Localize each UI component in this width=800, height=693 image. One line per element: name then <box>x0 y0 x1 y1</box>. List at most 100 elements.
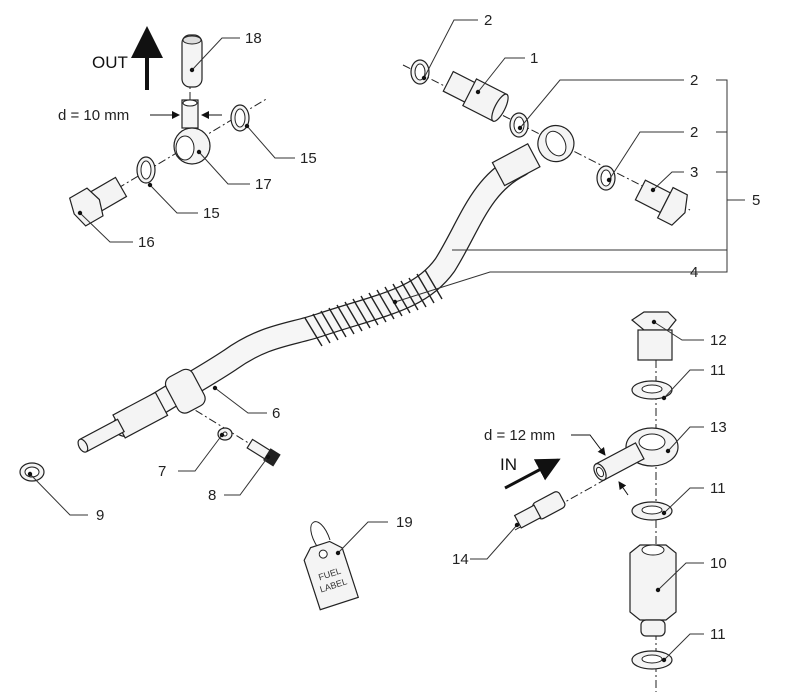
leader-dot <box>265 454 271 460</box>
leader-dot <box>189 67 195 73</box>
leader-line <box>663 633 704 661</box>
leader-line <box>149 184 198 214</box>
callout-9: 9 <box>27 471 104 524</box>
leader-dot <box>665 448 671 454</box>
leader-dot <box>651 319 657 325</box>
callout-number: 16 <box>138 234 155 251</box>
callout-number: 12 <box>710 332 727 349</box>
callout-number: 13 <box>710 419 727 436</box>
callout-number: 1 <box>530 50 538 67</box>
leader-dot <box>514 522 520 528</box>
callout-15: 15 <box>244 123 317 167</box>
leader-dot <box>196 149 202 155</box>
leader-dot <box>212 385 218 391</box>
part-washer-15b <box>136 156 156 184</box>
leader-dot <box>650 187 656 193</box>
part-hose-end-18 <box>181 34 203 88</box>
part-washer-11c <box>631 650 673 670</box>
dim-in <box>571 434 629 496</box>
callout-number: 6 <box>272 405 280 422</box>
leader-line <box>423 19 478 79</box>
part-banjo-bolt-3 <box>634 179 688 226</box>
leader-dot <box>661 510 667 516</box>
callout-17: 17 <box>196 149 272 193</box>
callout-number: 5 <box>752 192 760 209</box>
leader-line <box>470 524 518 560</box>
part-fuel-label-19: FUEL LABEL <box>303 521 360 611</box>
part-adapter-10 <box>629 544 677 637</box>
callout-number: 11 <box>710 480 726 497</box>
part-washer-2a <box>410 59 430 85</box>
leader-dot <box>661 395 667 401</box>
callout-7: 7 <box>158 432 225 480</box>
callout-number: 2 <box>484 12 492 29</box>
leader-dot <box>606 177 612 183</box>
leader-line <box>608 131 684 181</box>
part-washer-2c <box>596 165 616 191</box>
callout-number: 10 <box>710 555 727 572</box>
out-label: OUT <box>92 53 128 72</box>
part-washer-15a <box>230 104 250 132</box>
callout-number: 18 <box>245 30 262 47</box>
part-banjo-bolt-16 <box>68 176 128 227</box>
callout-19: 19 <box>335 514 413 556</box>
callout-number: 14 <box>452 551 469 568</box>
leader-dot <box>661 657 667 663</box>
leader-dot <box>655 587 661 593</box>
callout-2: 2 <box>517 72 698 131</box>
callout-number: 8 <box>208 487 216 504</box>
leader-dot <box>244 123 250 129</box>
callout-15: 15 <box>147 182 220 222</box>
in-label: IN <box>500 455 517 474</box>
part-washer-2b <box>509 112 529 138</box>
leader-dot <box>77 210 83 216</box>
callout-number: 9 <box>96 507 104 524</box>
fuel-hose <box>77 124 575 453</box>
leader-line <box>663 487 704 514</box>
leader-dot <box>421 75 427 81</box>
dim-out-label: d = 10 mm <box>58 107 129 124</box>
leader-line <box>198 151 250 185</box>
part-banjo-bolt-12 <box>630 311 677 361</box>
leader-dot <box>335 550 341 556</box>
leader-line <box>652 171 684 191</box>
part-nozzle-14 <box>513 491 566 529</box>
callout-8: 8 <box>208 454 271 504</box>
callout-16: 16 <box>77 210 155 251</box>
callout-10: 10 <box>655 555 727 593</box>
callout-number: 11 <box>710 626 726 643</box>
leader-line <box>224 456 269 496</box>
part-washer-11b <box>631 501 673 521</box>
callout-13: 13 <box>665 419 727 454</box>
callout-18: 18 <box>189 30 262 73</box>
part-banjo-17 <box>173 99 211 165</box>
in-arrow <box>504 458 561 490</box>
leader-line <box>214 387 267 414</box>
callout-number: 2 <box>690 72 698 89</box>
leader-line <box>657 562 704 591</box>
leader-line <box>79 212 133 243</box>
callout-6: 6 <box>212 385 280 422</box>
leader-dot <box>147 182 153 188</box>
part-clamp-9 <box>19 462 45 482</box>
dim-in-label: d = 12 mm <box>484 427 555 444</box>
leader-line <box>178 434 223 472</box>
callout-4: 4 <box>392 264 727 305</box>
leader-dot <box>219 432 225 438</box>
leader-dot <box>517 125 523 131</box>
callout-number: 17 <box>255 176 272 193</box>
callout-number: 3 <box>690 164 698 181</box>
callout-5: 5 <box>752 192 760 209</box>
leader-line <box>394 271 727 303</box>
callout-1: 1 <box>475 50 538 95</box>
callout-number: 4 <box>690 264 698 281</box>
callout-3: 3 <box>650 164 698 193</box>
callout-11: 11 <box>661 626 726 663</box>
leader-line <box>246 125 295 159</box>
callout-2: 2 <box>606 124 698 183</box>
callout-11: 11 <box>661 362 726 401</box>
leader-line <box>191 37 240 71</box>
leader-line <box>29 473 88 516</box>
callout-11: 11 <box>661 480 726 516</box>
